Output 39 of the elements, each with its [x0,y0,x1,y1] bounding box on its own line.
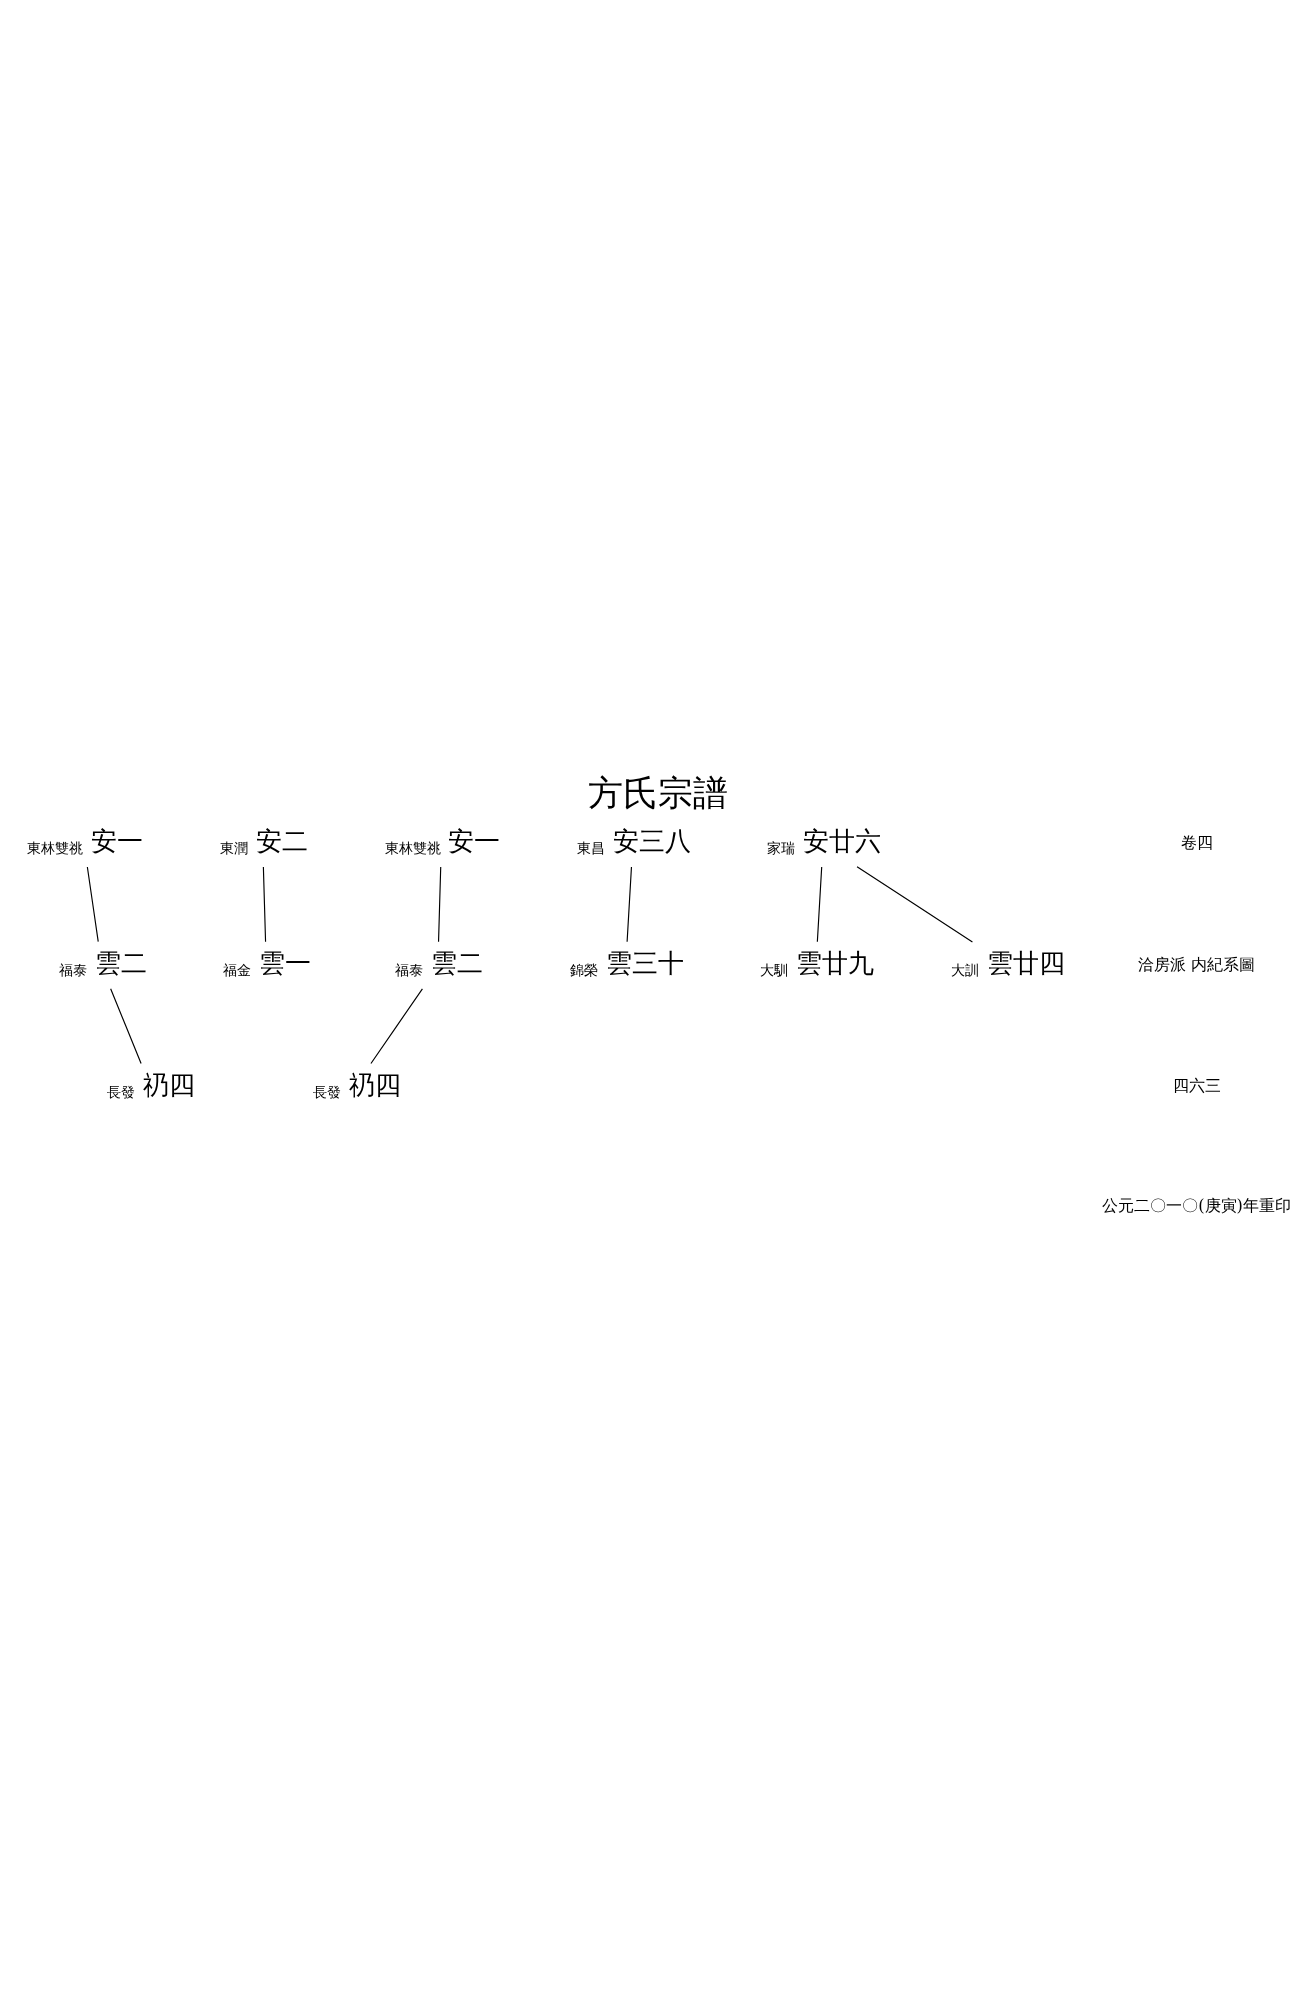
label: 洽房派 内紀系圖 [1137,954,1256,974]
node-text: 安一 [91,825,144,856]
diagram-title: 方氏宗譜 [588,773,728,814]
node-text: 礽四 [143,1069,196,1100]
connector [626,866,633,943]
connector [437,866,442,943]
node-label: 大訓 [950,962,979,979]
connector [816,866,823,943]
node-label: 東林雙祧 [27,840,84,857]
node-label: 長發 [107,1083,136,1100]
node-text: 雲三十 [606,947,685,978]
node-label: 福金 [223,962,252,979]
node-text: 安廿六 [803,825,882,856]
label: 卷四 [1180,832,1213,852]
node-label: 福泰 [58,962,87,979]
connector [856,866,973,943]
connector [86,866,99,943]
node-text: 雲廿九 [796,947,875,978]
node-text: 安三八 [613,825,692,856]
connector [110,988,142,1065]
node-label: 錦榮 [570,962,599,979]
node-text: 安二 [255,825,308,856]
node-label: 長發 [312,1083,341,1100]
node-label: 東昌 [577,840,606,857]
node-text: 雲廿四 [986,947,1065,978]
connector [262,866,267,943]
node-label: 福泰 [394,962,423,979]
node-text: 礽四 [348,1069,401,1100]
node-label: 家瑞 [767,840,796,857]
node-text: 雲二 [94,947,147,978]
label: 四六三 [1172,1076,1221,1096]
label: 公元二〇一〇(庚寅)年重印 [1102,1195,1291,1215]
node-text: 雲一 [259,947,312,978]
connector [370,988,423,1065]
node-label: 東林雙祧 [384,840,441,857]
node-label: 大馴 [760,962,789,979]
node-text: 雲二 [430,947,483,978]
node-text: 安一 [448,825,501,856]
node-label: 東潤 [219,840,248,857]
